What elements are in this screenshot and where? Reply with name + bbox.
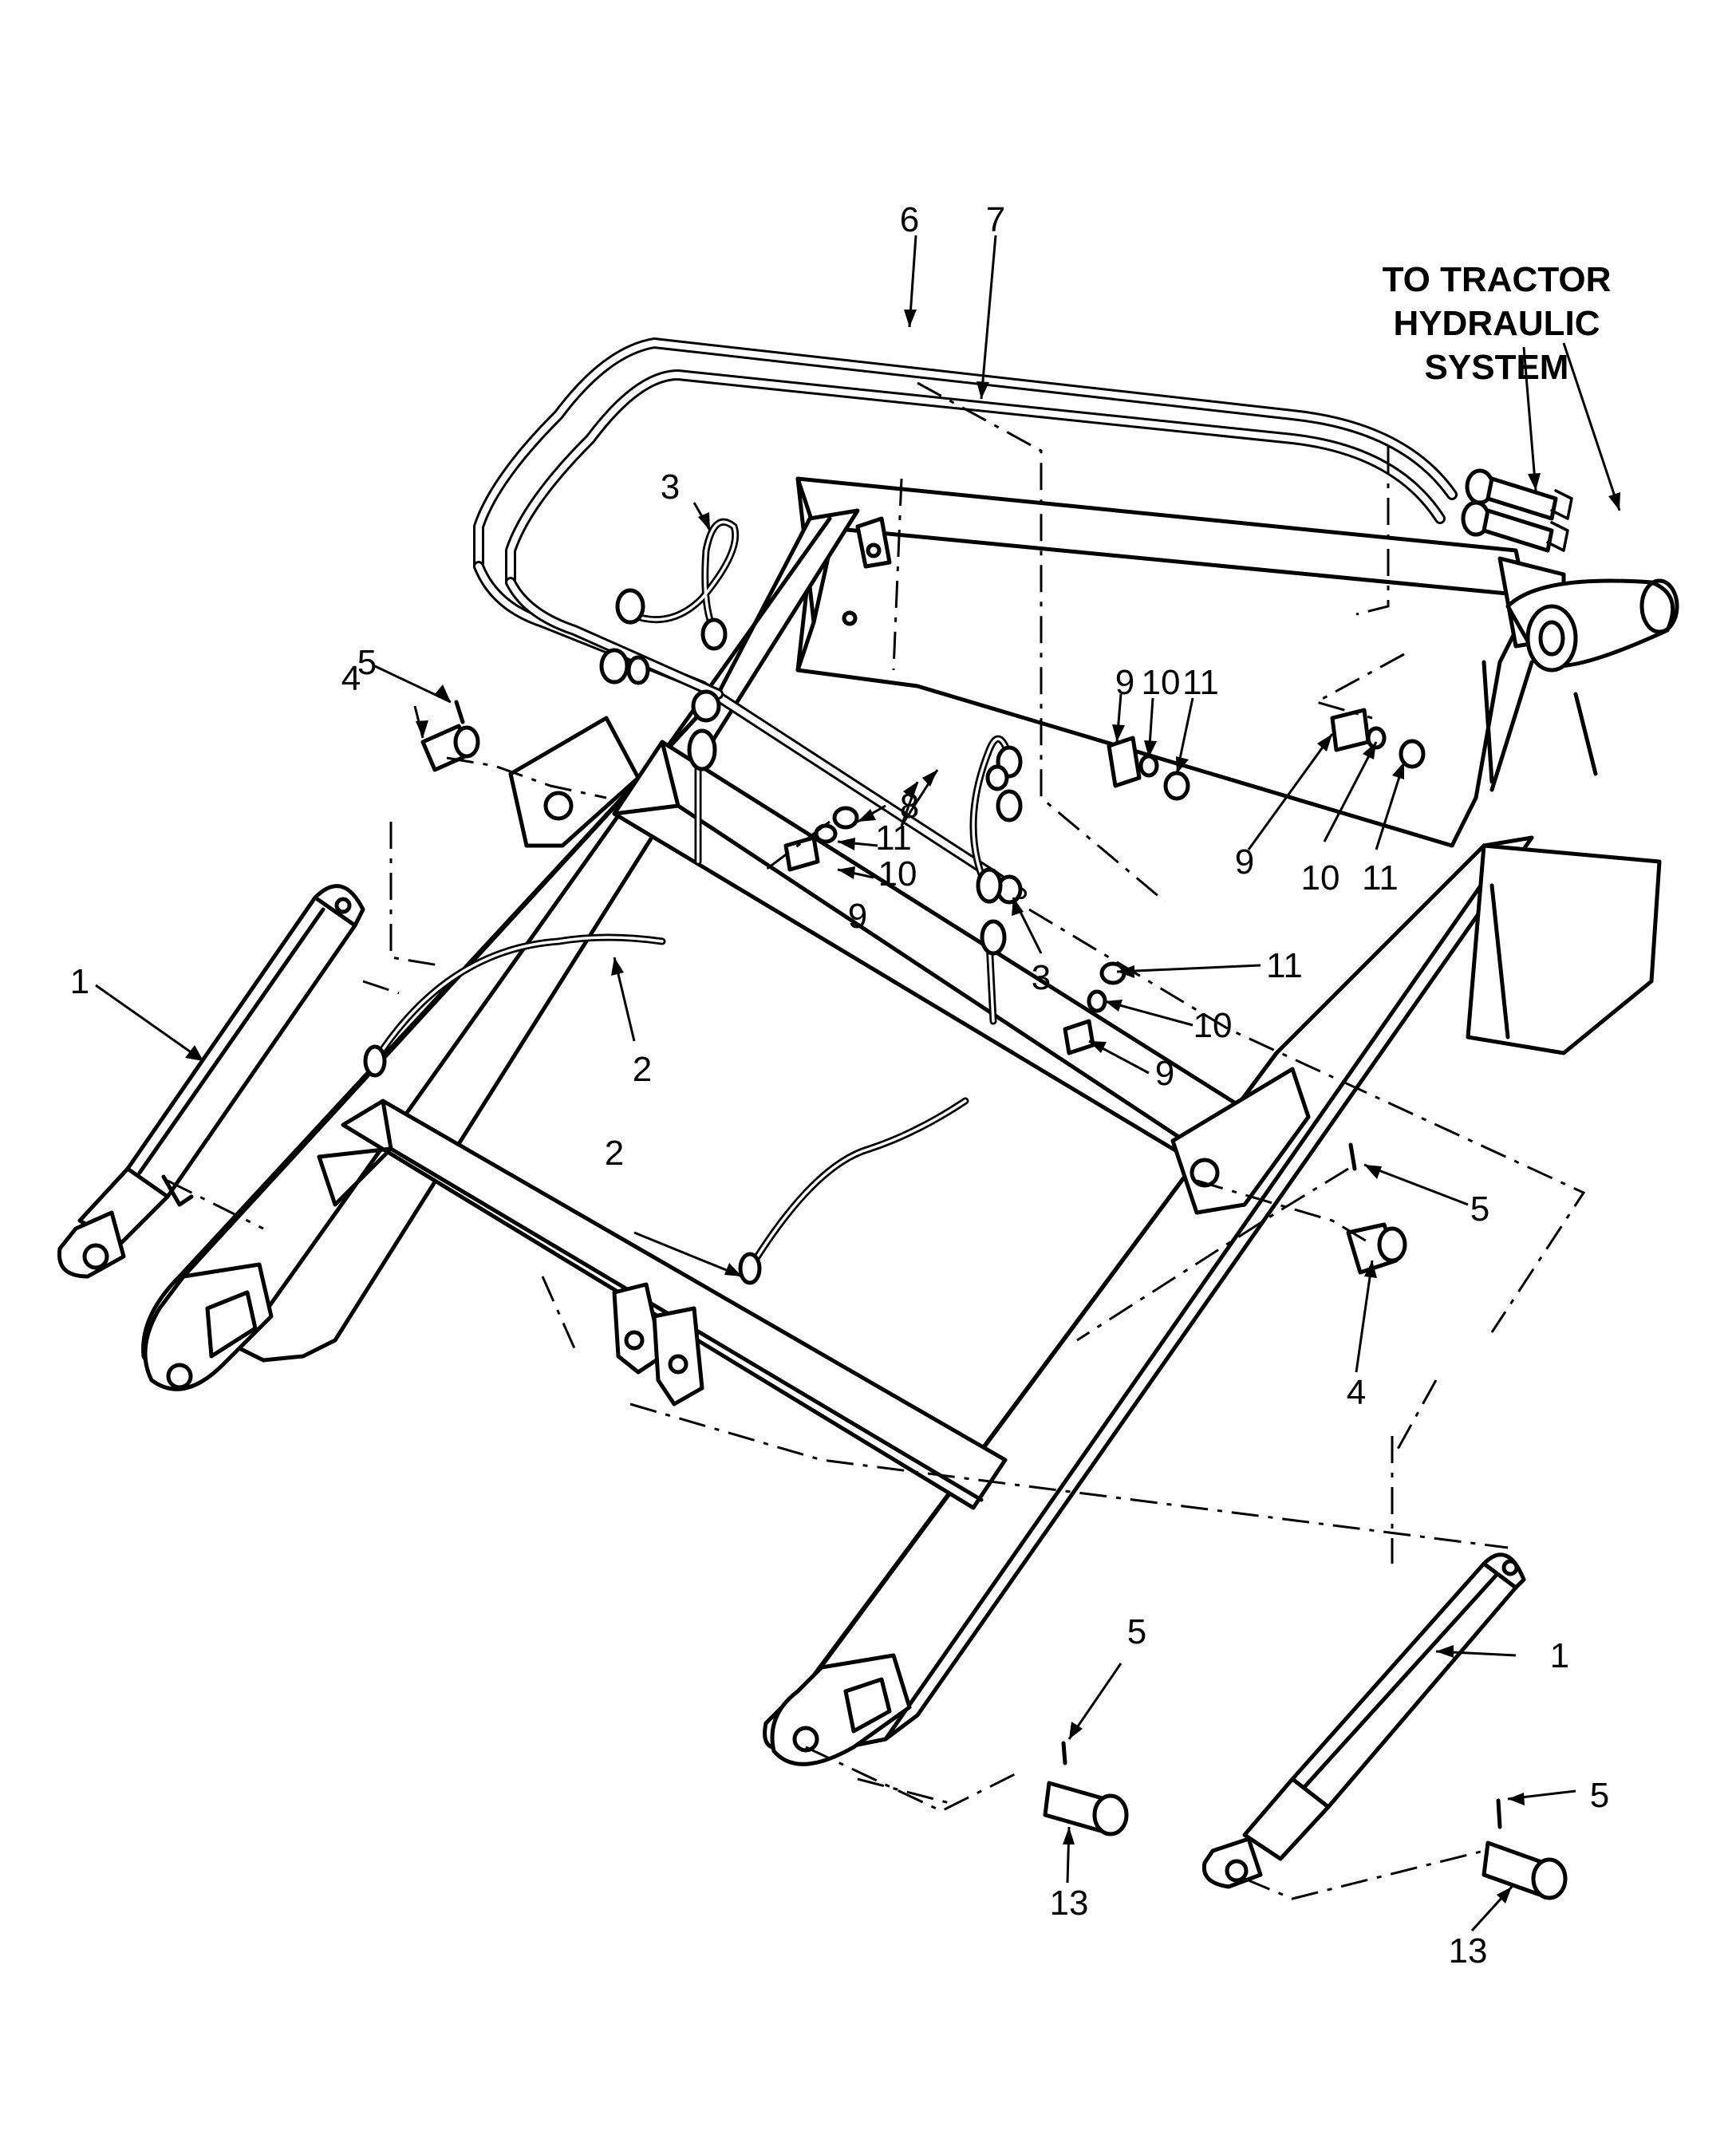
lift-cylinder-right <box>1201 1552 1526 1889</box>
callout-13-pin-lower-right: 13 <box>1449 1931 1488 1971</box>
callout-8-tube: 8 <box>900 787 919 826</box>
alignment-centerlines <box>167 381 1586 1900</box>
callout-3-hose-right: 3 <box>1032 958 1051 997</box>
callout-1-cylinder-left: 1 <box>70 962 89 1001</box>
callout-13-pin-lower: 13 <box>1050 1884 1089 1923</box>
callout-2-hose-lower: 2 <box>605 1134 624 1173</box>
callout-numbers: 1 1 2 2 3 3 4 4 5 5 5 5 6 7 8 9 9 9 9 10… <box>70 200 1609 1971</box>
tractor-hydraulic-note: TO TRACTOR HYDRAULIC SYSTEM <box>1383 260 1612 387</box>
callout-10-washer-right: 10 <box>1301 858 1340 898</box>
callout-5-cotter-right: 5 <box>1470 1189 1489 1229</box>
callout-1-cylinder-right: 1 <box>1550 1636 1569 1675</box>
callout-9-clamp-lower: 9 <box>1155 1054 1174 1093</box>
callout-9-clamp-upper: 9 <box>1115 663 1134 702</box>
lift-cylinder-left <box>57 884 365 1279</box>
callout-5-cotter-lower: 5 <box>1127 1612 1146 1651</box>
callout-6-tube: 6 <box>900 200 919 239</box>
pins <box>420 700 1568 1900</box>
fittings <box>363 588 1023 1285</box>
callout-10-washer-lower: 10 <box>1194 1006 1233 1045</box>
callout-5-cotter-lower-right: 5 <box>1590 1776 1609 1815</box>
callout-5-cotter-left: 5 <box>357 643 377 682</box>
quick-couplers <box>1461 468 1573 553</box>
hydraulic-tubes <box>473 337 1458 899</box>
callout-11-bolt-upper: 11 <box>1182 663 1219 702</box>
callout-10-washer-upper: 10 <box>1142 663 1181 702</box>
callout-3-hose-upper: 3 <box>661 467 680 507</box>
callout-11-bolt-lower: 11 <box>1266 946 1303 985</box>
callout-7-tube: 7 <box>986 200 1005 239</box>
leader-lines-13 <box>1063 1826 1513 1932</box>
callout-11-bolt-center: 11 <box>875 819 912 858</box>
callout-4-pin-left: 4 <box>341 659 361 698</box>
callout-9-clamp-center: 9 <box>848 897 867 936</box>
callout-4-pin-right: 4 <box>1347 1373 1366 1412</box>
callout-9-clamp-right: 9 <box>1235 842 1254 882</box>
loader-frame <box>141 476 1679 1766</box>
note-line-3: SYSTEM <box>1425 348 1569 387</box>
note-line-1: TO TRACTOR <box>1383 260 1612 299</box>
callout-10-washer-center: 10 <box>878 854 917 894</box>
arrowheads <box>185 310 1620 1805</box>
callout-11-bolt-right: 11 <box>1362 858 1399 898</box>
note-line-2: HYDRAULIC <box>1393 304 1600 343</box>
callout-2-hose-upper: 2 <box>633 1050 652 1089</box>
